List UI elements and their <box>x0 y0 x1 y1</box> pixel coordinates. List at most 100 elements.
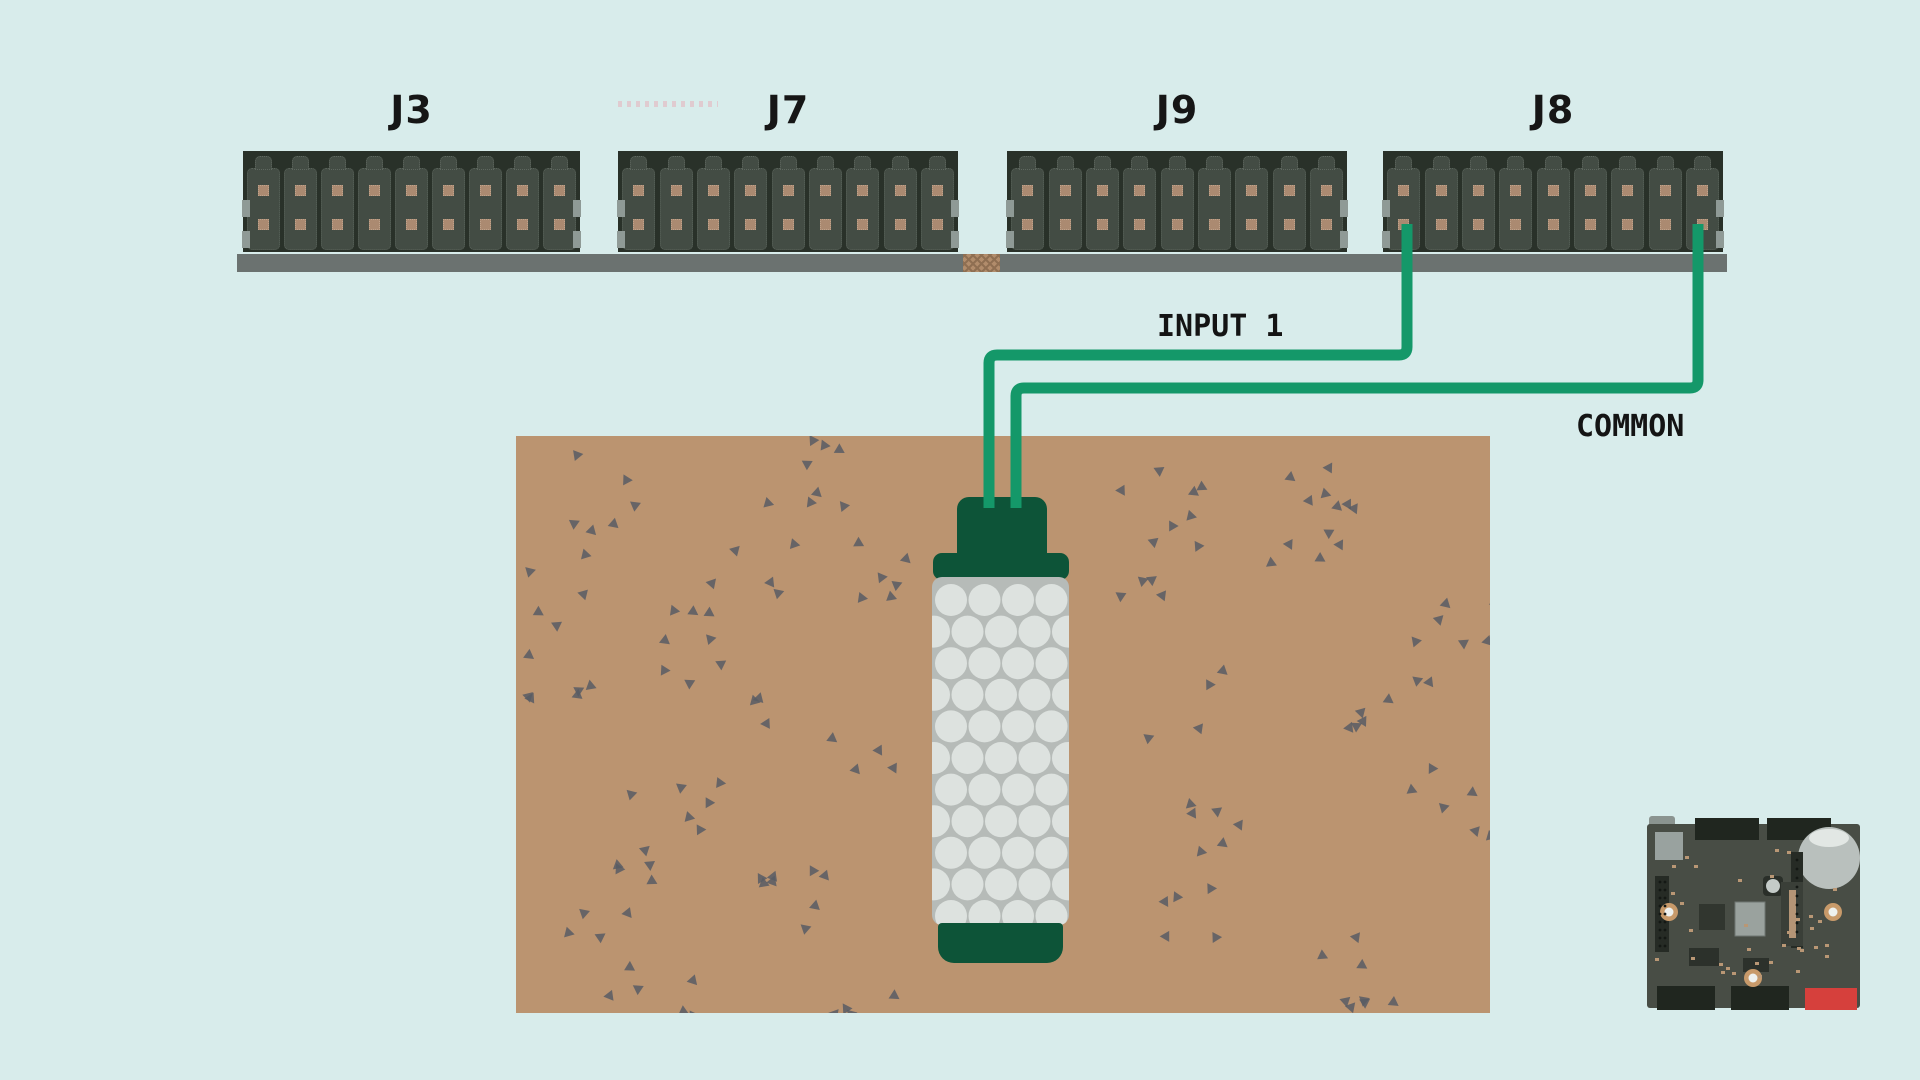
header-pin <box>1795 903 1799 907</box>
header-pin <box>1658 888 1662 892</box>
header-pin <box>1795 876 1799 880</box>
terminal-bump <box>891 156 909 170</box>
terminal-contact <box>1134 219 1146 230</box>
rail-splice-segment <box>963 254 1000 272</box>
soil-speckle <box>1382 693 1394 704</box>
terminal-unit <box>1272 168 1306 250</box>
terminal-contact <box>931 185 943 196</box>
terminal-unit <box>1573 168 1607 250</box>
sensor-hole <box>932 805 950 838</box>
soil-speckle <box>1192 723 1204 735</box>
sensor-hole <box>932 615 950 648</box>
terminal-unit <box>506 168 539 250</box>
soil-speckle <box>1354 707 1366 719</box>
terminal-bump <box>1656 156 1674 170</box>
sensor-hole <box>1018 678 1051 711</box>
terminal-contact <box>670 219 682 230</box>
sensor-hole <box>932 678 950 711</box>
soil-speckle <box>800 924 812 935</box>
terminal-contact <box>1472 219 1484 230</box>
soil-speckle <box>676 783 687 794</box>
sensor-hole <box>951 805 984 838</box>
terminal-contact <box>443 185 454 196</box>
terminal-unit <box>883 168 917 250</box>
soil-speckle <box>1481 635 1490 646</box>
terminal-bump <box>854 156 872 170</box>
sensor-cap-collar <box>933 553 1069 580</box>
soil-speckle <box>810 486 822 498</box>
terminal-contact <box>554 185 565 196</box>
terminal-bump <box>1131 156 1149 170</box>
soil-speckle <box>579 908 590 920</box>
terminal-unit <box>1235 168 1269 250</box>
terminal-contact <box>1246 185 1258 196</box>
terminal-contact <box>443 219 454 230</box>
sensor-hole <box>1035 900 1068 925</box>
bottom-connector <box>1731 986 1789 1010</box>
circuit-board-thumbnail <box>1647 816 1860 1010</box>
terminal-contact <box>1059 219 1071 230</box>
smd-component <box>1758 975 1762 978</box>
soil-speckle <box>678 1005 690 1013</box>
soil-speckle <box>809 865 820 877</box>
terminal-contact <box>258 219 269 230</box>
terminal-contact <box>1022 185 1034 196</box>
smd-component <box>1672 865 1676 868</box>
smd-component <box>1775 849 1779 852</box>
soil-speckle <box>646 874 658 885</box>
sensor-body <box>932 577 1069 925</box>
smd-component <box>1809 915 1813 918</box>
soil-speckle <box>729 545 740 557</box>
soil-speckle <box>1428 762 1439 774</box>
soil-speckle <box>716 777 727 788</box>
terminal-contact <box>1547 219 1559 230</box>
terminal-contact <box>295 219 306 230</box>
terminal-unit <box>1685 168 1719 250</box>
soil-speckle <box>1153 466 1165 477</box>
terminal-block-j9 <box>1006 151 1348 252</box>
header-pin <box>1658 944 1662 948</box>
terminal-contact <box>1320 219 1332 230</box>
terminal-bump <box>1544 156 1562 170</box>
sensor-hole <box>985 615 1017 648</box>
soil-speckle <box>1351 722 1363 733</box>
mounting-hole-center <box>1748 973 1758 983</box>
soil-speckle <box>1387 996 1399 1006</box>
terminal-contact <box>369 185 380 196</box>
header-pin <box>1658 896 1662 900</box>
smd-component <box>1744 924 1748 927</box>
block-end-clip <box>1382 200 1390 217</box>
terminal-contact <box>1134 185 1146 196</box>
soil-speckle <box>1356 958 1368 969</box>
bottom-connector <box>1657 986 1715 1010</box>
soil-speckle <box>1155 590 1167 602</box>
smd-component <box>1738 879 1742 882</box>
block-end-clip <box>242 231 250 248</box>
terminal-contact <box>1435 185 1447 196</box>
terminal-contact <box>819 185 831 196</box>
terminal-bump <box>1507 156 1525 170</box>
terminal-bump <box>779 156 797 170</box>
terminal-unit <box>1085 168 1119 250</box>
soil-speckle <box>607 517 619 529</box>
soil-speckle <box>1186 807 1197 819</box>
mounting-hole-center <box>1828 907 1838 917</box>
terminal-contact <box>894 185 906 196</box>
header-pin <box>1795 921 1799 925</box>
soil-speckle <box>522 692 533 703</box>
terminal-unit <box>321 168 354 250</box>
sensor-hole <box>935 900 967 925</box>
terminal-bump <box>1280 156 1298 170</box>
sensor-hole <box>968 647 1001 680</box>
soil-speckle <box>1173 891 1184 903</box>
sensor-hole <box>1052 868 1069 901</box>
soil-speckle <box>615 863 626 875</box>
soil-speckle <box>1185 797 1197 809</box>
sd-card-module <box>1655 832 1683 860</box>
terminal-bump <box>1395 156 1413 170</box>
soil-speckle <box>1266 556 1277 567</box>
header-pin <box>1795 867 1799 871</box>
terminal-unit <box>543 168 576 250</box>
sensor-hole <box>1018 615 1051 648</box>
